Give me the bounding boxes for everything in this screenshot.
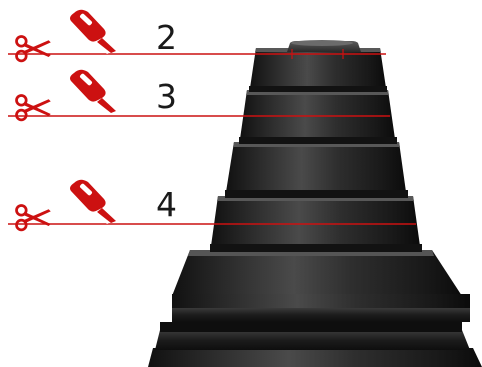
boot-step-2 bbox=[239, 90, 397, 144]
boot-top-cap bbox=[287, 40, 361, 52]
cut-mark-2: 2 bbox=[17, 10, 177, 61]
cut-mark-4: 4 bbox=[17, 180, 177, 230]
utility-knife-icon bbox=[70, 10, 116, 54]
utility-knife-icon bbox=[70, 70, 116, 114]
rubber-boot bbox=[148, 40, 482, 367]
utility-knife-icon bbox=[70, 180, 116, 224]
step-number-2: 2 bbox=[156, 18, 177, 57]
scissors-icon bbox=[17, 205, 51, 229]
scissors-icon bbox=[17, 36, 51, 60]
cut-mark-3: 3 bbox=[17, 70, 177, 120]
boot-base-collar bbox=[148, 322, 482, 367]
boot-step-bottom bbox=[172, 250, 470, 322]
step-number-3: 3 bbox=[156, 77, 177, 116]
step-number-4: 4 bbox=[156, 185, 177, 224]
boot-step-3 bbox=[225, 142, 408, 198]
